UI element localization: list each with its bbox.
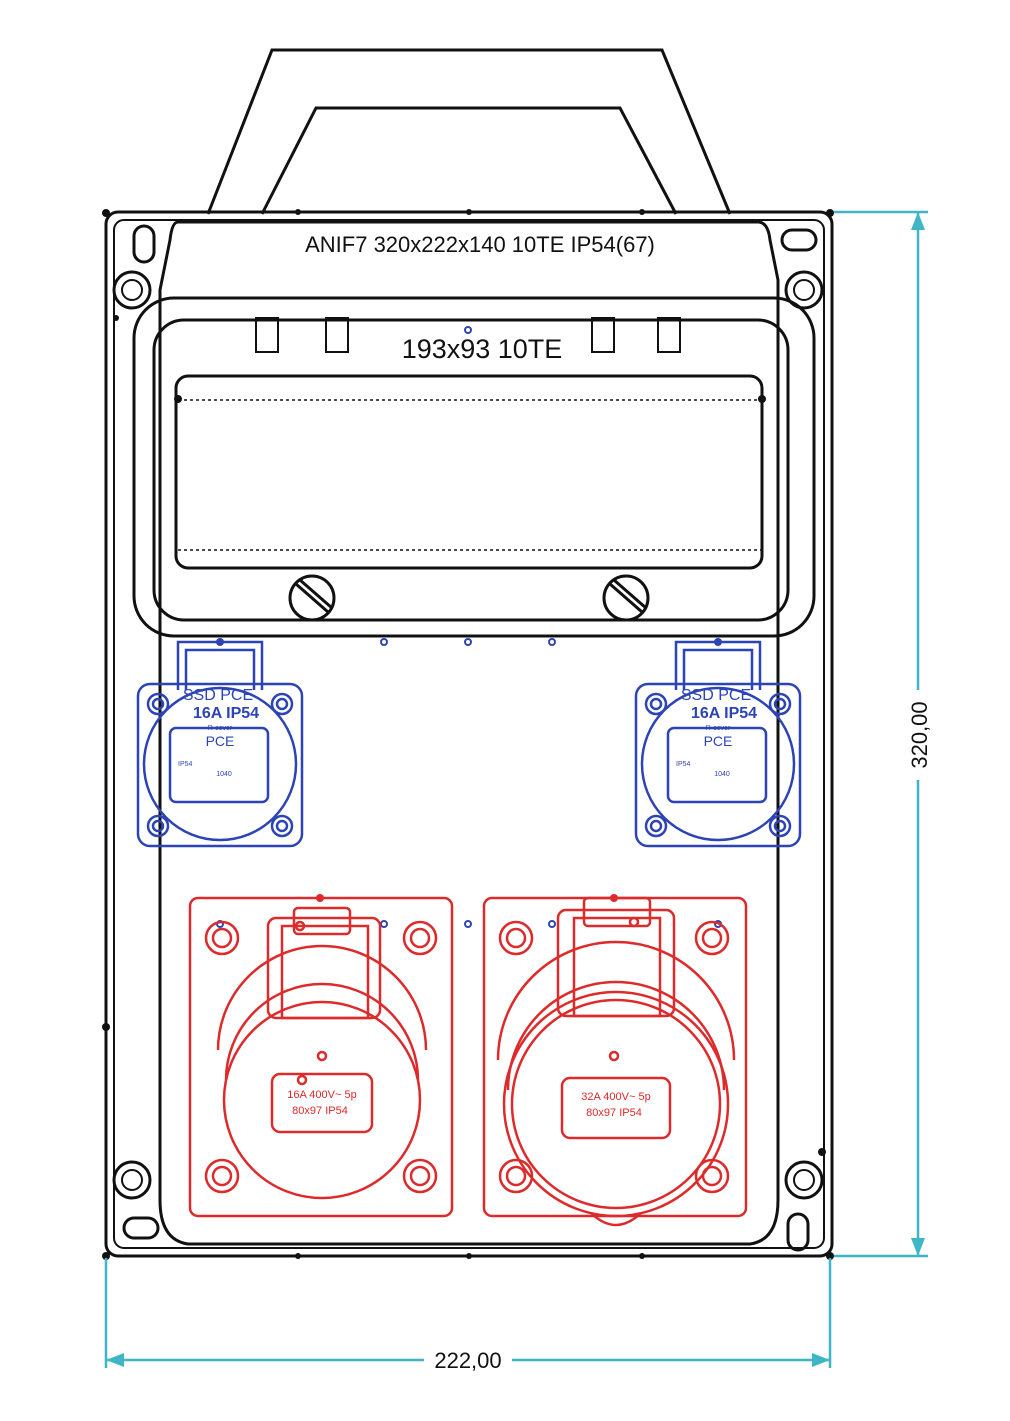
blue-socket-right-ip: IP54 — [676, 761, 691, 768]
handle — [206, 48, 732, 215]
red-socket-right-line2: 80x97 IP54 — [586, 1107, 642, 1119]
blue-socket-left-code: 1040 — [216, 771, 232, 778]
blue-socket-left: SSD PCE 16A IP54 R-cover PCE IP54 1040 — [136, 638, 304, 848]
blue-socket-left-brand: PCE — [206, 733, 235, 749]
enclosure-label: ANIF7 320x222x140 10TE IP54(67) — [305, 232, 655, 257]
blue-socket-right-code: 1040 — [714, 771, 730, 778]
blue-socket-right-line2: 16A IP54 — [691, 705, 757, 722]
breaker-window — [132, 296, 816, 638]
dimension-height-label: 320,00 — [907, 701, 932, 768]
red-socket-right: 32A 400V~ 5p 80x97 IP54 — [482, 894, 748, 1227]
blue-socket-left-line1: SSD PCE — [183, 687, 253, 704]
dimension-height: 320,00 — [834, 210, 932, 1258]
blue-socket-left-brand-small: R-cover — [208, 725, 233, 732]
blue-socket-right-brand: PCE — [704, 733, 733, 749]
breaker-label: 193x93 10TE — [402, 334, 563, 364]
red-socket-left-line2: 80x97 IP54 — [292, 1105, 348, 1117]
blue-socket-left-ip: IP54 — [178, 761, 193, 768]
blue-socket-right: SSD PCE 16A IP54 R-cover PCE IP54 1040 — [634, 638, 802, 848]
red-socket-left-line1: 16A 400V~ 5p — [287, 1089, 356, 1101]
dimension-width-label: 222,00 — [434, 1348, 501, 1373]
dimension-width: 222,00 — [104, 1258, 832, 1373]
blue-socket-left-line2: 16A IP54 — [193, 705, 259, 722]
blue-socket-right-brand-small: R-cover — [706, 725, 731, 732]
blue-socket-right-line1: SSD PCE — [681, 687, 751, 704]
red-socket-left: 16A 400V~ 5p 80x97 IP54 — [188, 894, 454, 1218]
enclosure-body — [102, 209, 834, 1260]
red-socket-right-line1: 32A 400V~ 5p — [581, 1091, 650, 1103]
